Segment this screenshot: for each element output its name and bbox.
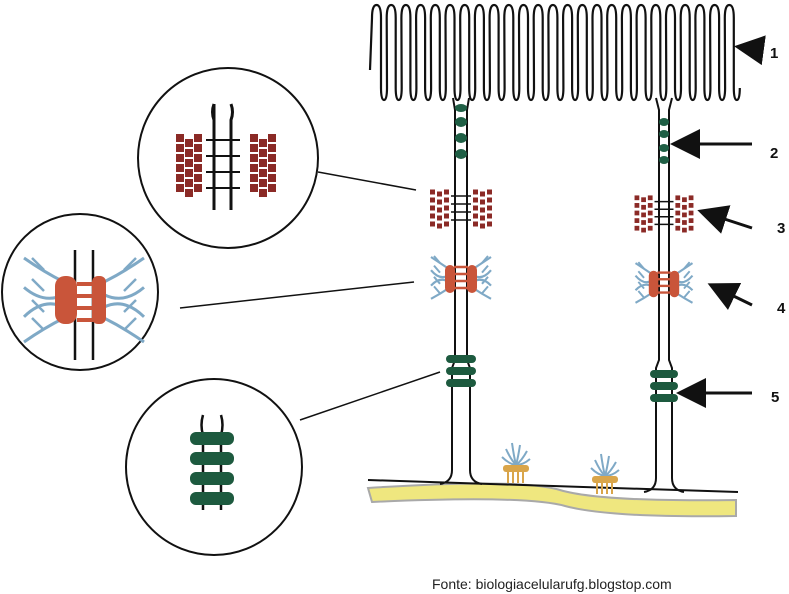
- microvilli: [368, 3, 741, 102]
- label-5: 5: [771, 389, 779, 406]
- desmosome-right: [634, 195, 694, 233]
- source-caption: Fonte: biologiacelularufg.blogstop.com: [432, 576, 672, 592]
- gap-junction-right: [650, 370, 678, 402]
- pointer-arrows: [670, 35, 766, 408]
- adherens-junction-right: [634, 261, 694, 304]
- connector-lines: [179, 171, 441, 421]
- hemidesmosome-2: [590, 453, 620, 494]
- label-3: 3: [777, 220, 785, 237]
- tight-junction-right: [659, 118, 669, 164]
- label-1: 1: [770, 45, 778, 62]
- basal-lamina: [366, 482, 737, 518]
- hemidesmosome-1: [501, 442, 531, 483]
- lateral-membrane-right: [643, 97, 685, 493]
- zoom-circle-adherens: [1, 213, 159, 371]
- adherens-junction-left: [430, 255, 492, 300]
- desmosome-left: [430, 189, 492, 229]
- gap-junction-left: [446, 355, 476, 387]
- label-4: 4: [777, 300, 786, 317]
- zoom-circle-desmosome: [137, 67, 319, 249]
- zoom-circle-gap-junction: [125, 378, 303, 556]
- label-2: 2: [770, 145, 778, 162]
- tight-junction-left: [455, 104, 467, 159]
- zoom-gap-channels: [190, 432, 234, 505]
